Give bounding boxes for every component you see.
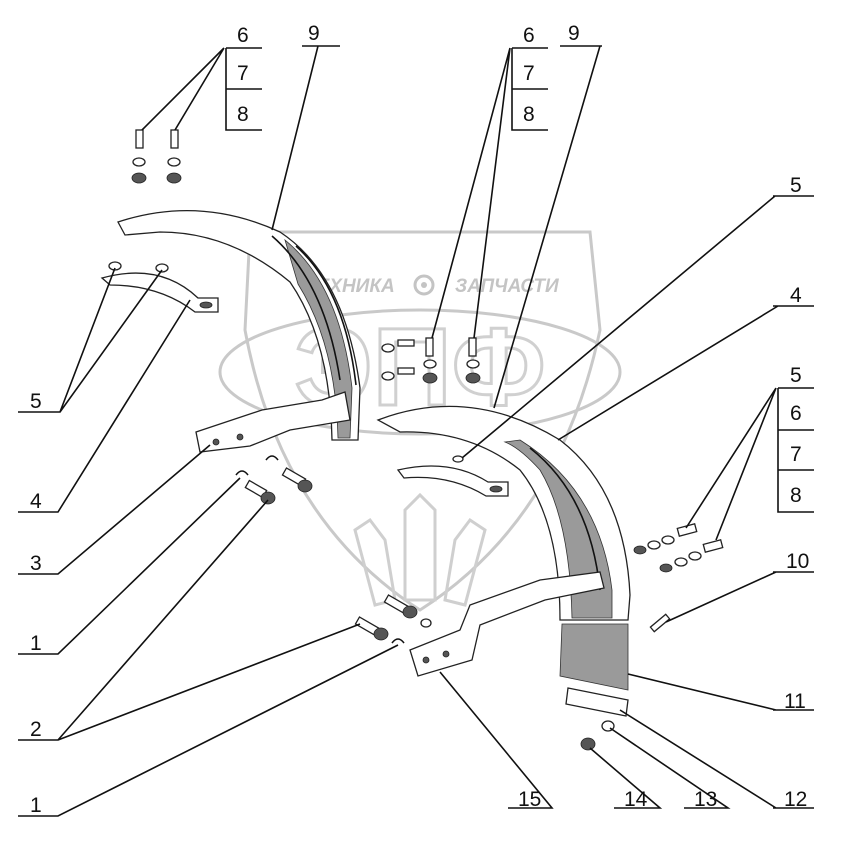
left-top-callout-box: 6 7 8 xyxy=(225,24,262,131)
callout-9-right: 9 xyxy=(568,22,580,45)
right-side-callout-box: 5 6 7 8 xyxy=(777,364,814,513)
callout-13: 13 xyxy=(694,788,717,811)
left-fender-ribs xyxy=(284,238,353,439)
callout-6-right: 6 xyxy=(523,24,535,47)
callout-4-left: 4 xyxy=(30,490,42,513)
callout-8-side: 8 xyxy=(790,484,802,507)
callout-7-side: 7 xyxy=(790,443,802,466)
callout-15: 15 xyxy=(518,788,541,811)
callout-5-side: 5 xyxy=(790,364,802,387)
callout-2-left: 2 xyxy=(30,718,42,741)
callout-7-left: 7 xyxy=(237,62,249,85)
watermark-wheat-icon xyxy=(353,492,487,607)
callout-8-left: 8 xyxy=(237,103,249,126)
callout-12: 12 xyxy=(784,788,807,811)
callout-1-left: 1 xyxy=(30,632,42,655)
watermark-ellipse xyxy=(218,308,622,436)
right-brace xyxy=(396,465,509,497)
callout-3-left: 3 xyxy=(30,552,42,575)
callout-14: 14 xyxy=(624,788,648,811)
callout-5-right: 5 xyxy=(790,174,802,197)
right-side-fasteners xyxy=(633,523,724,633)
left-top-fasteners xyxy=(131,129,182,184)
callout-11: 11 xyxy=(784,690,806,713)
callout-6-left: 6 xyxy=(237,24,249,47)
callout-6-side: 6 xyxy=(790,402,802,425)
callout-4-right: 4 xyxy=(790,284,802,307)
watermark-text-right: ЗАПЧАСТИ xyxy=(455,276,559,297)
callout-7-right: 7 xyxy=(523,62,535,85)
callout-10: 10 xyxy=(786,550,809,573)
gear-icon xyxy=(413,274,435,296)
right-top-fasteners xyxy=(381,337,481,384)
right-lower-fasteners xyxy=(354,594,615,751)
left-fender-assembly xyxy=(100,129,361,505)
left-lower-fasteners xyxy=(235,455,313,505)
right-mounting-bracket xyxy=(409,571,605,677)
callout-9-left: 9 xyxy=(308,22,320,45)
right-fender-shell xyxy=(376,405,631,621)
left-mounting-bracket xyxy=(195,391,351,453)
right-clamp-strip xyxy=(565,687,629,717)
callout-1-lower: 1 xyxy=(30,794,42,817)
leader-lines xyxy=(18,45,814,817)
right-mudflap xyxy=(559,623,629,691)
callout-8-right: 8 xyxy=(523,103,535,126)
right-top-callout-box: 6 7 8 xyxy=(511,24,548,131)
callout-5-left: 5 xyxy=(30,390,42,413)
right-fender-assembly xyxy=(354,337,724,751)
